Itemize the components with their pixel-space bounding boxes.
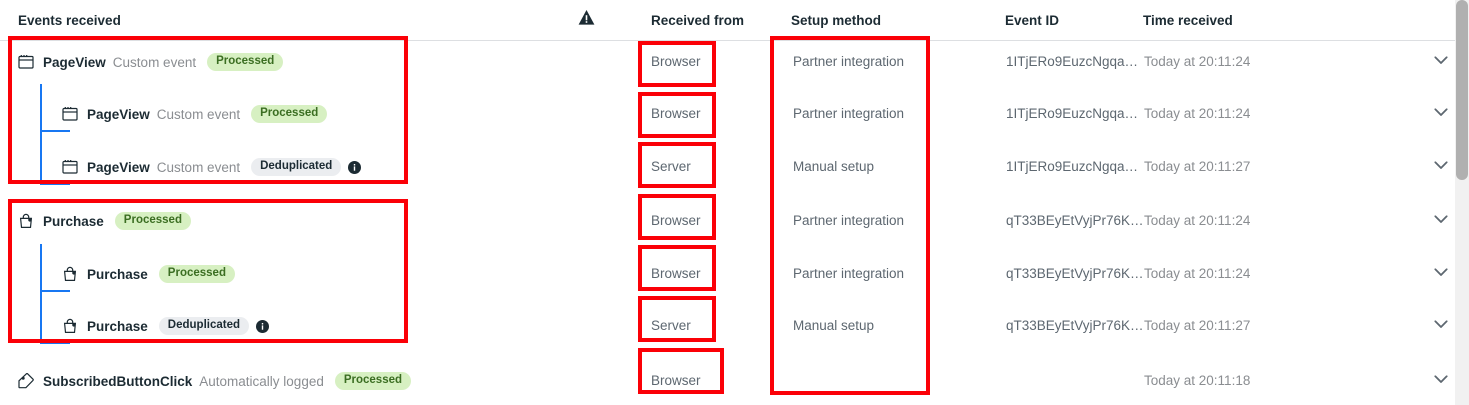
event-name-cell: PageView Custom event Deduplicated bbox=[62, 158, 362, 176]
received-from-value: Browser bbox=[651, 213, 701, 228]
status-badge: Processed bbox=[114, 212, 191, 230]
event-name: PageView bbox=[43, 54, 106, 70]
scrollbar-thumb[interactable] bbox=[1456, 0, 1468, 180]
time-received-value: Today at 20:11:27 bbox=[1144, 318, 1251, 333]
browser-window-icon bbox=[18, 54, 43, 70]
event-name: PageView bbox=[87, 106, 150, 122]
table-row[interactable]: Purchase Deduplicated Server Manual setup qT… bbox=[0, 300, 1455, 353]
event-name: Purchase bbox=[87, 266, 148, 282]
status-badge: Processed bbox=[158, 265, 235, 283]
table-row[interactable]: PageView Custom event Processed Browser Part… bbox=[0, 36, 1455, 89]
event-subtitle: Automatically logged bbox=[199, 373, 324, 389]
received-from-value: Browser bbox=[651, 54, 701, 69]
chevron-down-icon[interactable] bbox=[1434, 161, 1448, 170]
time-received-value: Today at 20:11:24 bbox=[1144, 213, 1251, 228]
event-name-cell: PageView Custom event Processed bbox=[62, 105, 328, 123]
event-subtitle: Custom event bbox=[112, 54, 197, 70]
event-id-value: qT33BEyEtVyjPr76K… bbox=[1006, 213, 1144, 228]
event-name: Purchase bbox=[87, 318, 148, 334]
chevron-down-icon[interactable] bbox=[1434, 215, 1448, 224]
time-received-value: Today at 20:11:18 bbox=[1144, 373, 1251, 388]
event-name-cell: SubscribedButtonClick Automatically logge… bbox=[18, 372, 412, 390]
info-icon[interactable] bbox=[249, 319, 270, 334]
table-row[interactable]: PageView Custom event Processed Browser Part… bbox=[0, 88, 1455, 141]
setup-method-value: Partner integration bbox=[793, 213, 905, 228]
received-from-value: Server bbox=[651, 159, 691, 174]
event-name: PageView bbox=[87, 159, 150, 175]
status-badge: Deduplicated bbox=[158, 317, 250, 335]
event-name-cell: PageView Custom event Processed bbox=[18, 53, 284, 71]
event-id-value: 1ITjERo9EuzcNgqa… bbox=[1006, 54, 1139, 69]
table-row[interactable]: PageView Custom event Deduplicated Server Ma… bbox=[0, 141, 1455, 194]
time-received-value: Today at 20:11:24 bbox=[1144, 54, 1251, 69]
table-row[interactable]: Purchase Processed Browser Partner integrat… bbox=[0, 248, 1455, 301]
browser-window-icon bbox=[62, 159, 87, 175]
chevron-down-icon[interactable] bbox=[1434, 268, 1448, 277]
event-name-cell: Purchase Processed bbox=[62, 265, 235, 283]
table-header-row: Events received Received from Setup meth… bbox=[0, 0, 1455, 41]
event-id-value: 1ITjERo9EuzcNgqa… bbox=[1006, 159, 1139, 174]
event-name-cell: Purchase Deduplicated bbox=[62, 317, 270, 335]
chevron-down-icon[interactable] bbox=[1434, 56, 1448, 65]
event-subtitle: Custom event bbox=[156, 106, 241, 122]
status-badge: Processed bbox=[251, 105, 328, 123]
received-from-value: Browser bbox=[651, 106, 701, 121]
shopping-bag-icon bbox=[18, 213, 43, 229]
received-from-value: Server bbox=[651, 318, 691, 333]
info-icon[interactable] bbox=[341, 160, 362, 175]
tag-icon bbox=[18, 373, 43, 389]
column-header-event-id[interactable]: Event ID bbox=[1005, 13, 1060, 28]
time-received-value: Today at 20:11:24 bbox=[1144, 266, 1251, 281]
column-header-received-from[interactable]: Received from bbox=[651, 13, 745, 28]
warning-triangle-icon bbox=[578, 9, 595, 26]
status-badge: Processed bbox=[207, 53, 284, 71]
chevron-down-icon[interactable] bbox=[1434, 108, 1448, 117]
column-header-time-received[interactable]: Time received bbox=[1143, 13, 1233, 28]
event-id-value: qT33BEyEtVyjPr76K… bbox=[1006, 266, 1144, 281]
event-id-value: qT33BEyEtVyjPr76K… bbox=[1006, 318, 1144, 333]
time-received-value: Today at 20:11:27 bbox=[1144, 159, 1251, 174]
shopping-bag-icon bbox=[62, 266, 87, 282]
event-subtitle: Custom event bbox=[156, 159, 241, 175]
event-name: SubscribedButtonClick bbox=[43, 373, 193, 389]
status-badge: Deduplicated bbox=[251, 158, 342, 176]
setup-method-value: Partner integration bbox=[793, 54, 905, 69]
column-header-events-received[interactable]: Events received bbox=[18, 13, 121, 28]
scrollbar-track[interactable] bbox=[1455, 0, 1469, 405]
chevron-down-icon[interactable] bbox=[1434, 375, 1448, 384]
received-from-value: Browser bbox=[651, 373, 701, 388]
event-name: Purchase bbox=[43, 213, 104, 229]
chevron-down-icon[interactable] bbox=[1434, 320, 1448, 329]
setup-method-value: Partner integration bbox=[793, 106, 905, 121]
shopping-bag-icon bbox=[62, 318, 87, 334]
setup-method-value: Manual setup bbox=[793, 159, 875, 174]
table-row[interactable]: Purchase Processed Browser Partner integrat… bbox=[0, 195, 1455, 248]
column-header-setup-method[interactable]: Setup method bbox=[791, 13, 881, 28]
received-from-value: Browser bbox=[651, 266, 701, 281]
event-name-cell: Purchase Processed bbox=[18, 212, 191, 230]
setup-method-value: Manual setup bbox=[793, 318, 875, 333]
status-badge: Processed bbox=[334, 372, 412, 390]
time-received-value: Today at 20:11:24 bbox=[1144, 106, 1251, 121]
browser-window-icon bbox=[62, 106, 87, 122]
setup-method-value: Partner integration bbox=[793, 266, 905, 281]
event-id-value: 1ITjERo9EuzcNgqa… bbox=[1006, 106, 1139, 121]
table-row[interactable]: SubscribedButtonClick Automatically logge… bbox=[0, 355, 1455, 405]
